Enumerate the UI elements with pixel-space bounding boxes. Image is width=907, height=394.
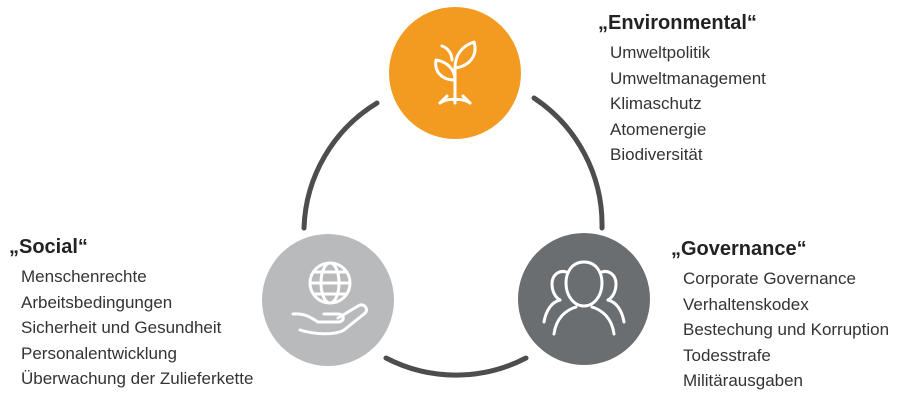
list-item: Klimaschutz [610,94,702,113]
list-item: Umweltpolitik [610,43,711,62]
list-item: Corporate Governance [683,269,856,288]
list-item: Arbeitsbedingungen [21,292,173,312]
social-circle [262,234,394,366]
social-heading: „Social“ [9,236,88,258]
list-item: Überwachung der Zulieferkette [21,369,254,388]
list-item: Bestechung und Korruption [683,320,890,339]
list-item: Menschenrechte [21,267,147,286]
governance-list: Corporate Governance Verhaltenskodex Bes… [671,266,889,394]
list-item: Umweltmanagement [610,68,766,88]
list-item: Personalentwicklung [21,343,177,363]
ring-arc-right [531,95,605,231]
people-group-icon [542,260,626,336]
environmental-heading: „Environmental“ [598,12,757,34]
list-item: Todesstrafe [683,345,771,365]
globe-in-hand-icon [291,261,368,336]
social-list: Menschenrechte Arbeitsbedingungen Sicher… [9,264,253,392]
esg-cycle-graphic [262,7,650,378]
list-item: Biodiversität [610,145,703,164]
list-item: Atomenergie [610,119,707,139]
environmental-block: „Environmental“ Umweltpolitik Umweltmana… [598,12,766,168]
list-item: Militärausgaben [683,371,804,390]
list-item: Sicherheit und Gesundheit [21,318,222,337]
social-block: „Social“ Menschenrechte Arbeitsbedingung… [9,236,253,392]
environmental-list: Umweltpolitik Umweltmanagement Klimaschu… [598,40,766,168]
list-item: Verhaltenskodex [683,294,809,314]
ring-arc-left [301,100,380,231]
ring-arc-bottom [383,355,529,378]
plant-sprout-icon [434,40,477,105]
governance-heading: „Governance“ [671,238,807,260]
esg-diagram: „Environmental“ Umweltpolitik Umweltmana… [9,7,889,390]
governance-block: „Governance“ Corporate Governance Verhal… [671,238,889,394]
governance-circle [518,233,650,365]
